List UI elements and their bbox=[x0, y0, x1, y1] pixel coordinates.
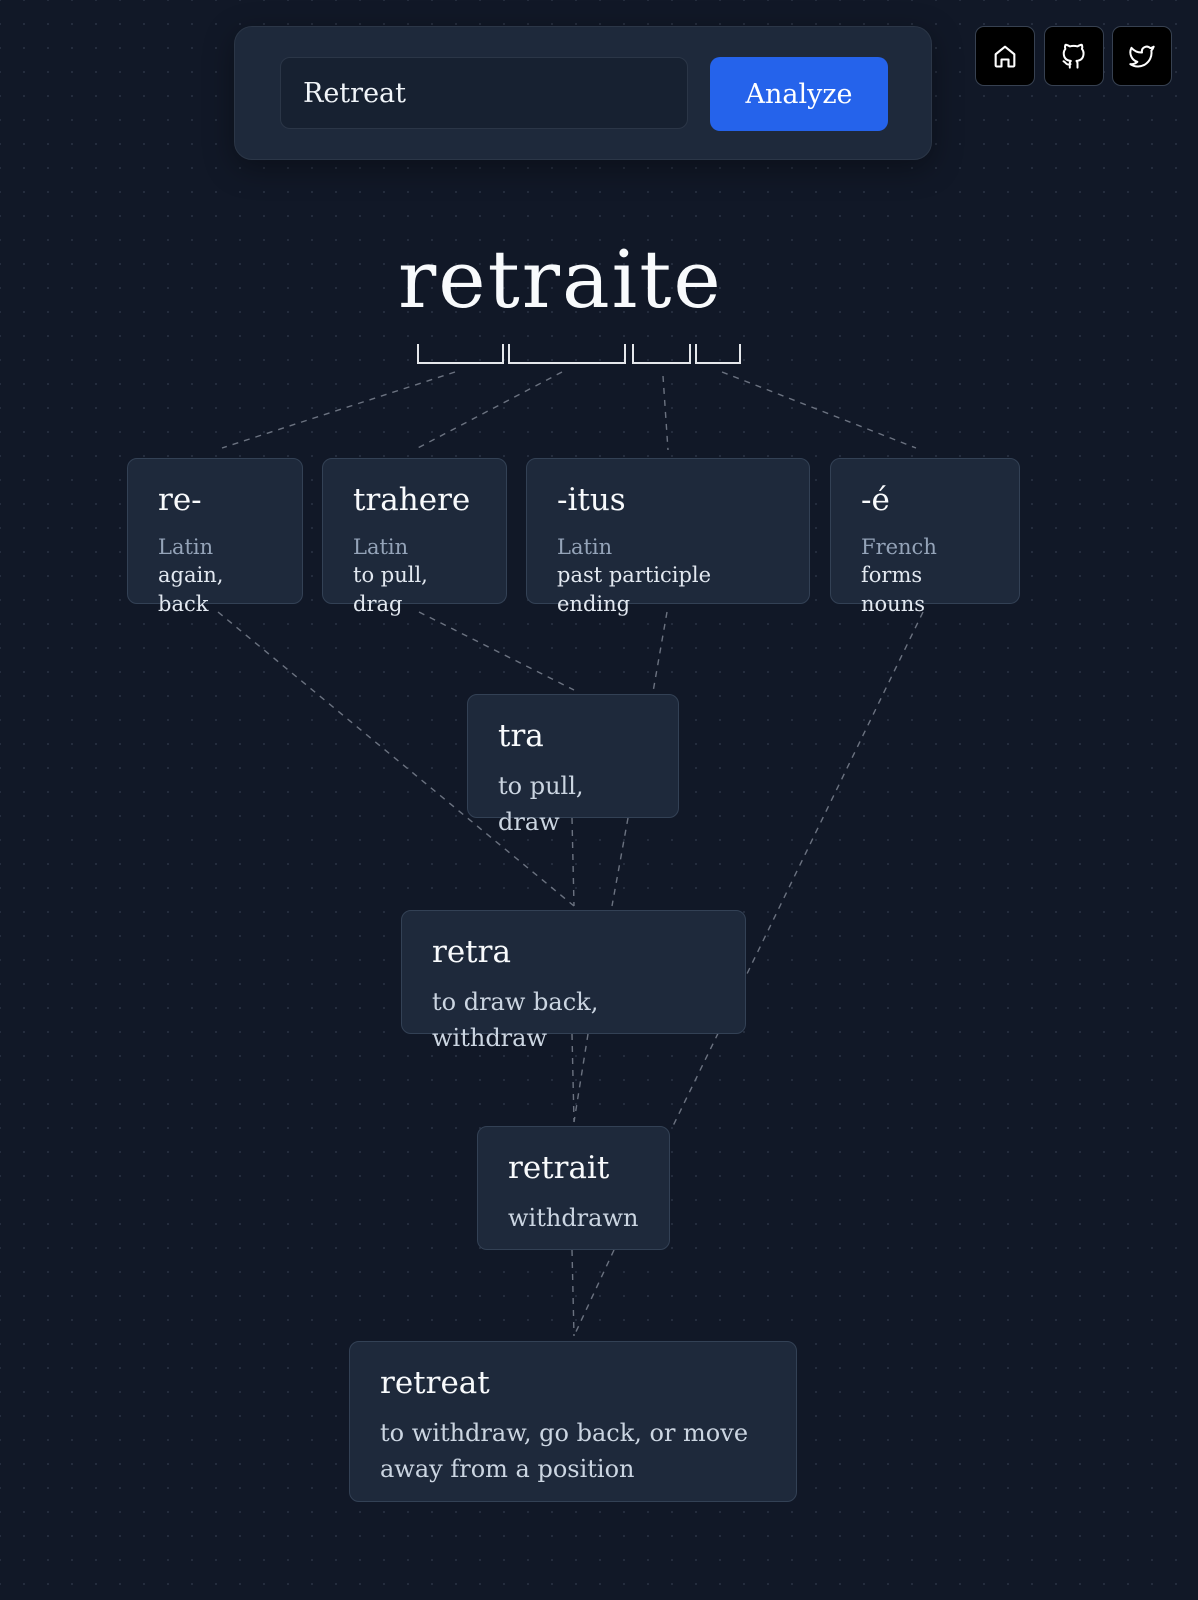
stage-meaning: to pull, draw bbox=[498, 772, 584, 836]
search-panel: Analyze bbox=[234, 26, 932, 160]
connector-seg3-itus bbox=[662, 375, 669, 451]
root-meaning: forms nouns bbox=[861, 563, 925, 616]
stage-card-retrait[interactable]: retrait withdrawn bbox=[477, 1126, 670, 1250]
stage-card-tra[interactable]: tra to pull, draw bbox=[467, 694, 679, 836]
stage-term: retrait bbox=[508, 1150, 610, 1186]
root-term: trahere bbox=[353, 482, 471, 518]
stage-term: tra bbox=[498, 718, 544, 754]
root-term: re- bbox=[158, 482, 202, 518]
segment-bracket-3 bbox=[632, 344, 691, 364]
stage-term: retreat bbox=[380, 1365, 490, 1401]
twitter-icon bbox=[1129, 45, 1155, 68]
connector-seg2-trahere bbox=[413, 371, 563, 451]
github-icon bbox=[1062, 43, 1085, 69]
segment-bracket-4 bbox=[695, 344, 741, 364]
analyze-button[interactable]: Analyze bbox=[710, 57, 888, 131]
segment-bracket-2 bbox=[508, 344, 626, 364]
connector-trahere-tra bbox=[418, 611, 575, 691]
stage-meaning: to withdraw, go back, or move away from … bbox=[380, 1419, 749, 1483]
root-meaning: again, back bbox=[158, 563, 224, 616]
stage-term: retra bbox=[432, 934, 511, 970]
github-button[interactable] bbox=[1044, 26, 1104, 86]
stage-meaning: to draw back, withdraw bbox=[432, 988, 599, 1052]
home-button[interactable] bbox=[975, 26, 1035, 86]
root-card-re[interactable]: re- Latin again, back bbox=[127, 458, 303, 616]
home-icon bbox=[994, 45, 1016, 68]
root-language: Latin bbox=[557, 535, 613, 559]
stage-card-retra[interactable]: retra to draw back, withdraw bbox=[401, 910, 746, 1052]
root-term: -é bbox=[861, 482, 890, 518]
root-language: French bbox=[861, 535, 937, 559]
root-language: Latin bbox=[353, 535, 409, 559]
segment-bracket-1 bbox=[417, 344, 504, 364]
search-input[interactable] bbox=[280, 57, 688, 129]
root-meaning: past participle ending bbox=[557, 563, 712, 616]
root-term: -itus bbox=[557, 482, 626, 518]
connector-retrait-retreat-b bbox=[573, 1249, 615, 1337]
connector-retrait-retreat-a bbox=[571, 1249, 575, 1337]
connector-seg4-e bbox=[721, 371, 917, 449]
stage-card-retreat[interactable]: retreat to withdraw, go back, or move aw… bbox=[349, 1341, 797, 1502]
root-language: Latin bbox=[158, 535, 214, 559]
connector-itus-tra bbox=[652, 611, 668, 693]
connector-seg1-re bbox=[221, 371, 456, 449]
root-card-itus[interactable]: -itus Latin past participle ending bbox=[526, 458, 810, 616]
analyzed-word: retraite bbox=[398, 233, 723, 326]
root-card-trahere[interactable]: trahere Latin to pull, drag bbox=[322, 458, 507, 616]
stage-meaning: withdrawn bbox=[508, 1204, 639, 1232]
root-meaning: to pull, drag bbox=[353, 563, 428, 616]
root-card-e[interactable]: -é French forms nouns bbox=[830, 458, 1020, 616]
twitter-button[interactable] bbox=[1112, 26, 1172, 86]
